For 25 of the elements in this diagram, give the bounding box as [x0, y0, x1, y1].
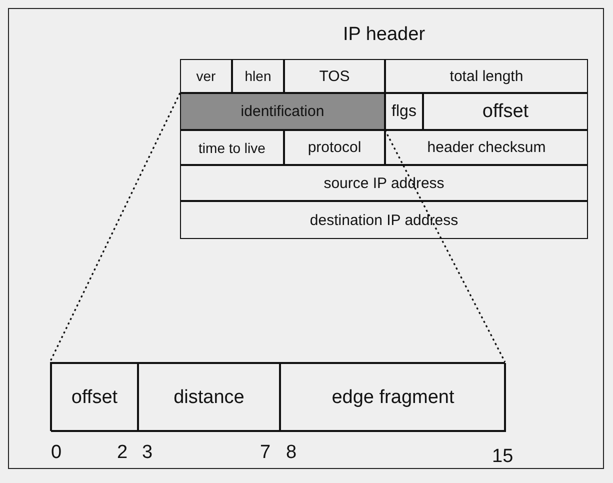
field-cell: hlen	[232, 59, 284, 93]
field-cell: destination IP address	[180, 201, 588, 239]
field-cell: total length	[385, 59, 588, 93]
highlighted-field-cell: identification	[180, 93, 385, 130]
bit-number: 15	[492, 446, 514, 468]
bit-number: 8	[286, 442, 297, 464]
bit-field-box	[50, 362, 505, 431]
bit-field-cell: offset	[51, 363, 138, 432]
field-cell: ver	[180, 59, 232, 93]
field-cell: offset	[423, 93, 588, 130]
field-cell: source IP address	[180, 165, 588, 201]
bit-number: 0	[51, 442, 62, 464]
bit-number: 2	[117, 442, 128, 464]
bit-field-cell: edge fragment	[280, 363, 506, 432]
field-cell: flgs	[385, 93, 423, 130]
field-cell: time to live	[180, 130, 284, 165]
leader-line	[384, 130, 506, 362]
field-cell: protocol	[284, 130, 385, 165]
field-cell: header checksum	[385, 130, 588, 165]
bit-field-cell: distance	[138, 363, 280, 432]
bit-number: 3	[142, 442, 153, 464]
table-title: IP header	[342, 24, 426, 46]
leader-line	[49, 92, 181, 362]
bit-number: 7	[260, 442, 271, 464]
field-cell: TOS	[284, 59, 385, 93]
